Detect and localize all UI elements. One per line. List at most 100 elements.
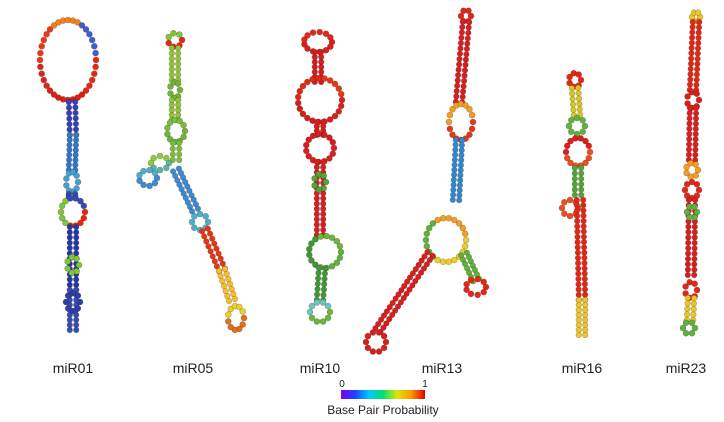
- base-pair-nucleotide: [175, 55, 182, 62]
- base-pair-nucleotide: [175, 50, 182, 57]
- loop-nucleotide: [577, 135, 585, 142]
- loop-nucleotide: [335, 108, 343, 115]
- base-pair-nucleotide: [575, 286, 582, 293]
- loop-nucleotide: [482, 283, 490, 291]
- loop-nucleotide: [180, 133, 187, 141]
- loop-nucleotide: [682, 329, 690, 337]
- loop-nucleotide: [565, 122, 573, 130]
- base-pair-nucleotide: [581, 260, 588, 267]
- loop-nucleotide: [86, 82, 93, 89]
- base-pair-nucleotide: [175, 66, 182, 73]
- loop-nucleotide: [72, 195, 79, 202]
- loop-nucleotide: [74, 305, 82, 312]
- base-pair-nucleotide: [574, 233, 581, 240]
- loop-nucleotide: [225, 311, 232, 318]
- base-pair-nucleotide: [581, 275, 588, 283]
- loop-nucleotide: [309, 132, 317, 140]
- base-pair-nucleotide: [461, 72, 468, 79]
- loop-nucleotide: [50, 91, 58, 98]
- base-pair-nucleotide: [686, 109, 693, 117]
- base-pair-nucleotide: [686, 104, 693, 111]
- loop-nucleotide: [239, 321, 246, 328]
- loop-nucleotide: [337, 90, 345, 98]
- loop-nucleotide: [567, 137, 574, 145]
- loop-nucleotide: [69, 307, 77, 315]
- base-pair-nucleotide: [581, 254, 588, 261]
- base-pair-nucleotide: [314, 286, 321, 293]
- base-pair-nucleotide: [580, 228, 587, 235]
- loop-nucleotide: [92, 49, 99, 57]
- base-pair-nucleotide: [685, 223, 692, 230]
- base-pair-nucleotide: [449, 196, 456, 203]
- hairpin-mir01: [36, 16, 100, 334]
- base-pair-nucleotide: [461, 67, 469, 74]
- loop-nucleotide: [315, 74, 322, 82]
- base-pair-nucleotide: [421, 253, 428, 260]
- loop-nucleotide: [164, 124, 171, 132]
- hairpin-mir05: [136, 29, 248, 334]
- base-pair-nucleotide: [578, 186, 585, 193]
- loop-nucleotide: [320, 131, 328, 138]
- loop-nucleotide: [375, 329, 383, 336]
- legend-title: Base Pair Probability: [327, 403, 439, 417]
- loop-nucleotide: [439, 258, 447, 266]
- loop-nucleotide: [571, 135, 579, 142]
- base-pair-nucleotide: [692, 115, 700, 122]
- loop-nucleotide: [315, 130, 322, 138]
- base-pair-nucleotide: [684, 300, 691, 307]
- loop-nucleotide: [74, 292, 82, 299]
- base-pair-nucleotide: [689, 24, 696, 31]
- loop-nucleotide: [333, 259, 341, 267]
- base-pair-nucleotide: [418, 257, 425, 264]
- loop-nucleotide: [463, 286, 470, 294]
- base-pair-nucleotide: [686, 130, 693, 137]
- base-pair-nucleotide: [578, 181, 585, 188]
- loop-nucleotide: [43, 82, 50, 89]
- base-pair-nucleotide: [581, 265, 588, 272]
- base-pair-nucleotide: [398, 287, 405, 294]
- base-pair-nucleotide: [322, 265, 329, 272]
- loop-nucleotide: [308, 240, 315, 247]
- base-pair-nucleotide: [687, 71, 694, 78]
- base-pair-nucleotide: [66, 234, 73, 241]
- loop-nucleotide: [459, 224, 467, 232]
- base-pair-nucleotide: [209, 235, 216, 242]
- base-pair-nucleotide: [455, 66, 462, 73]
- base-pair-nucleotide: [168, 44, 175, 52]
- base-pair-nucleotide: [462, 61, 469, 69]
- loop-nucleotide: [170, 29, 177, 37]
- base-pair-nucleotide: [409, 282, 416, 289]
- base-pair-nucleotide: [65, 109, 73, 117]
- base-pair-nucleotide: [568, 85, 575, 92]
- base-pair-nucleotide: [569, 101, 577, 108]
- base-pair-nucleotide: [691, 271, 698, 279]
- base-pair-nucleotide: [581, 270, 588, 277]
- base-pair-nucleotide: [383, 320, 390, 327]
- base-pair-nucleotide: [418, 269, 425, 276]
- loop-nucleotide: [136, 172, 143, 179]
- base-pair-nucleotide: [73, 239, 80, 246]
- base-pair-nucleotide: [692, 125, 699, 132]
- base-pair-nucleotide: [73, 244, 80, 252]
- loop-nucleotide: [429, 220, 437, 227]
- loop-nucleotide: [80, 202, 88, 210]
- loop-nucleotide: [40, 76, 48, 84]
- base-pair-nucleotide: [573, 202, 581, 209]
- base-pair-nucleotide: [66, 244, 73, 252]
- loop-nucleotide: [304, 45, 311, 52]
- loop-nucleotide: [461, 230, 469, 238]
- loop-nucleotide: [191, 224, 198, 231]
- base-pair-nucleotide: [692, 136, 699, 143]
- loop-nucleotide: [683, 163, 690, 171]
- base-pair-nucleotide: [573, 197, 580, 204]
- loop-nucleotide: [327, 43, 334, 50]
- loop-nucleotide: [176, 117, 183, 125]
- loop-nucleotide: [462, 236, 470, 244]
- loop-nucleotide: [55, 94, 62, 101]
- base-pair-nucleotide: [429, 252, 436, 259]
- loop-nucleotide: [328, 234, 336, 241]
- base-pair-nucleotide: [65, 104, 73, 111]
- base-pair-nucleotide: [692, 146, 699, 153]
- loop-nucleotide: [446, 125, 454, 133]
- base-pair-nucleotide: [574, 228, 581, 235]
